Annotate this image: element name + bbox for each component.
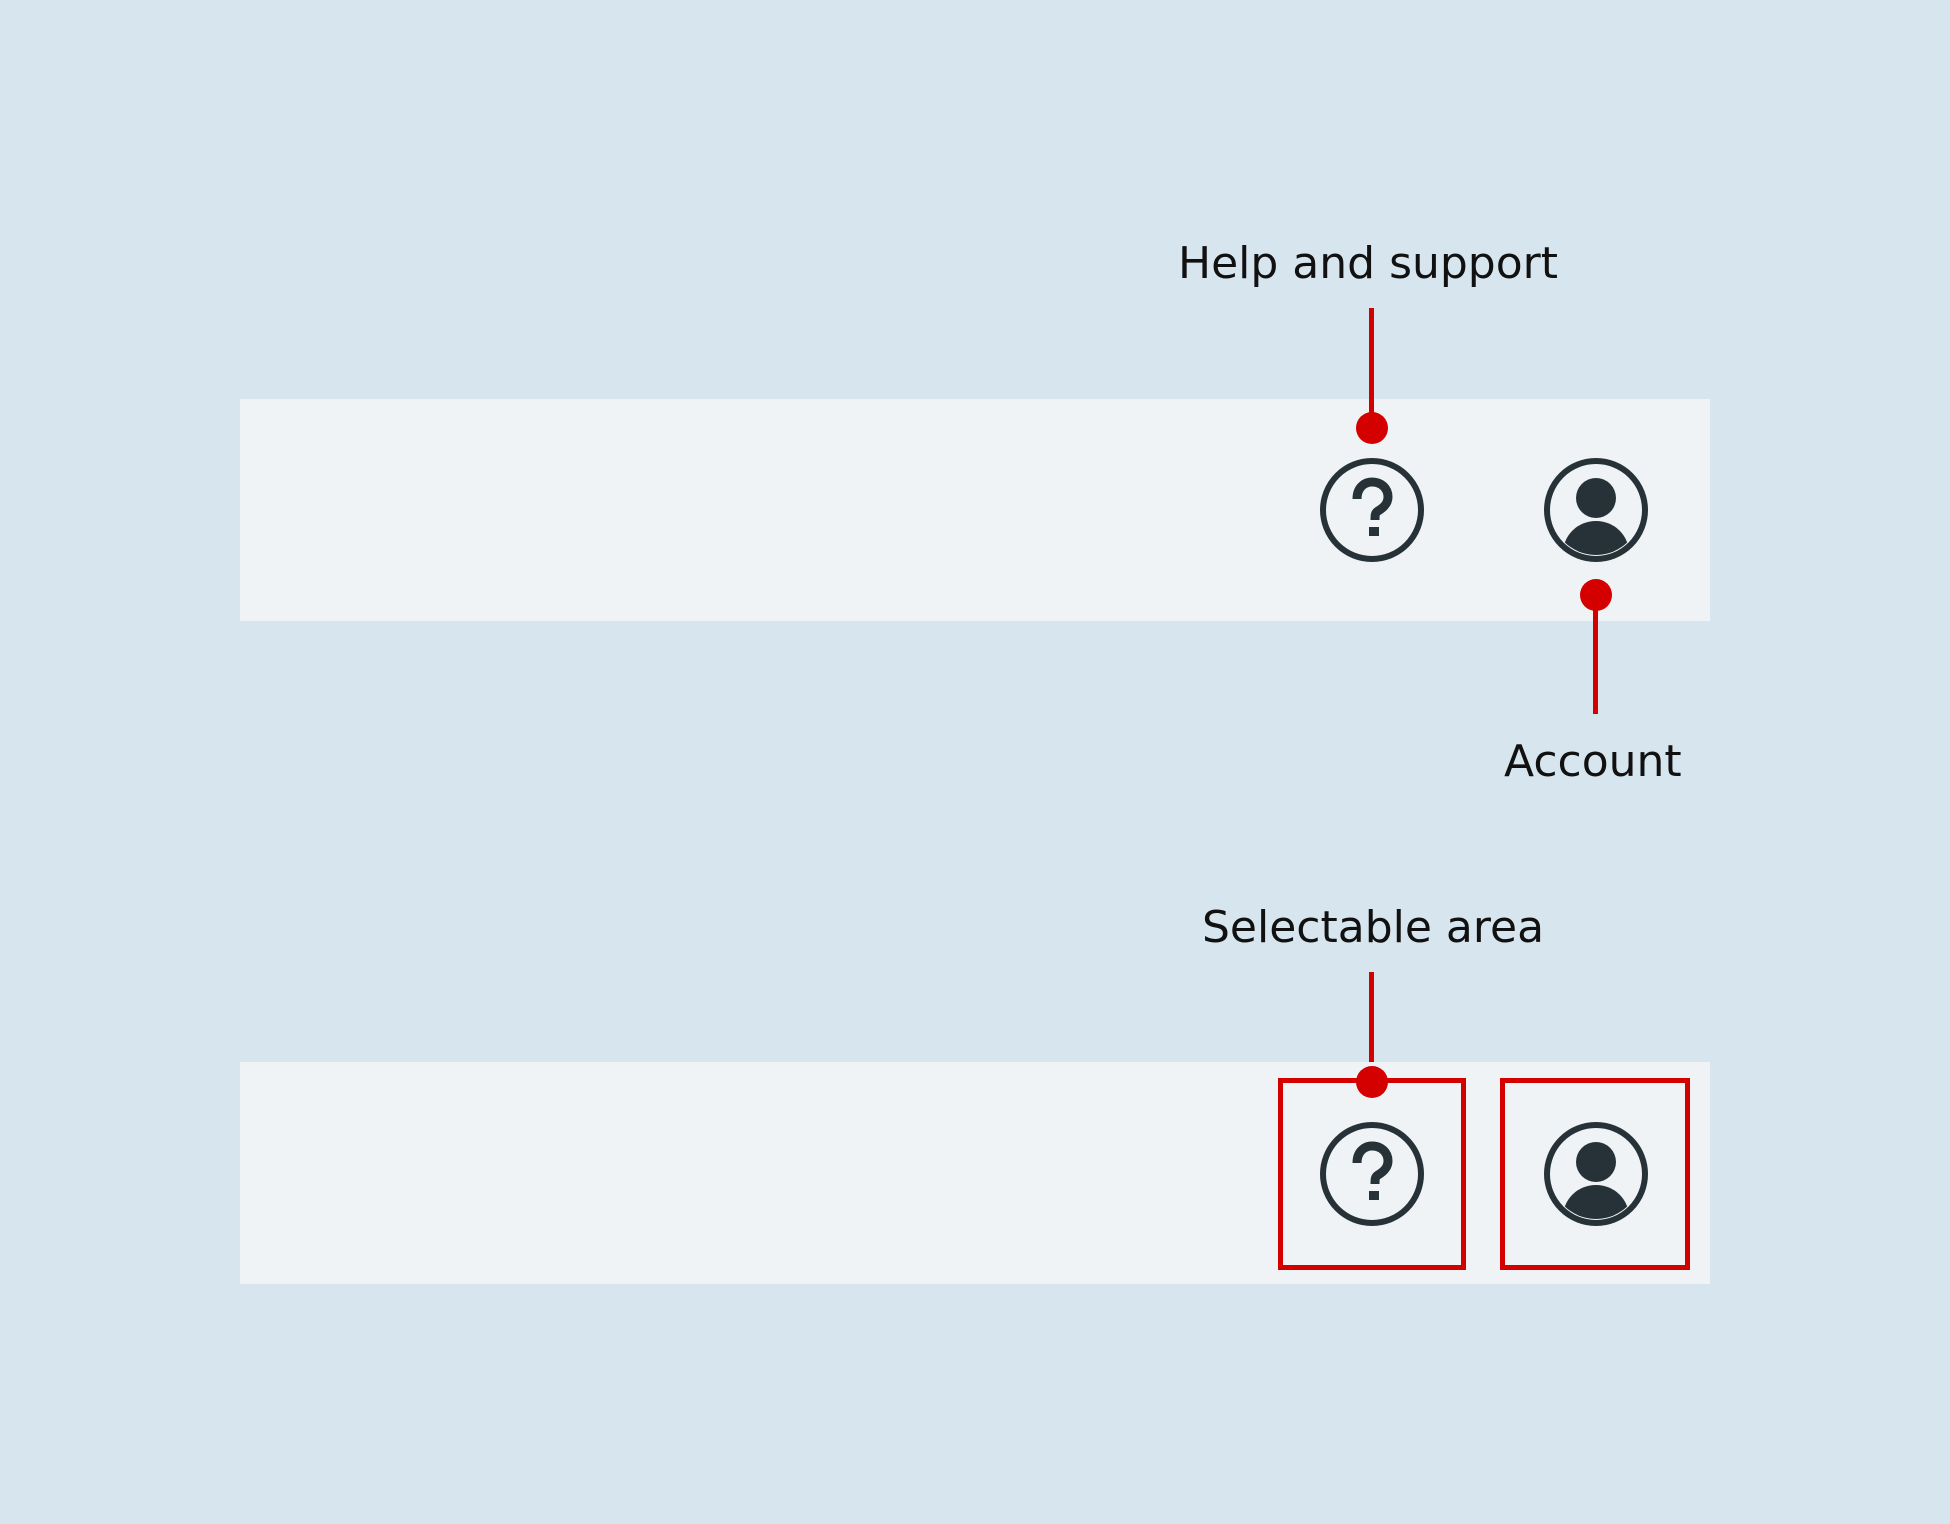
header-bar-bottom — [240, 1062, 1710, 1284]
user-circle-icon[interactable] — [1543, 1121, 1649, 1227]
account-selectable-area[interactable] — [1500, 1078, 1690, 1270]
question-circle-icon[interactable] — [1319, 1121, 1425, 1227]
account-callout-label: Account — [1504, 736, 1682, 787]
header-bar-top — [240, 399, 1710, 621]
selectable-callout-label: Selectable area — [1202, 902, 1545, 953]
account-callout-line — [1593, 595, 1598, 714]
help-callout-line — [1369, 308, 1374, 420]
user-circle-icon[interactable] — [1543, 457, 1649, 563]
selectable-callout-dot — [1356, 1066, 1388, 1098]
help-callout-dot — [1356, 412, 1388, 444]
question-circle-icon[interactable] — [1319, 457, 1425, 563]
selectable-callout-line — [1369, 972, 1374, 1080]
help-callout-label: Help and support — [1178, 238, 1558, 289]
